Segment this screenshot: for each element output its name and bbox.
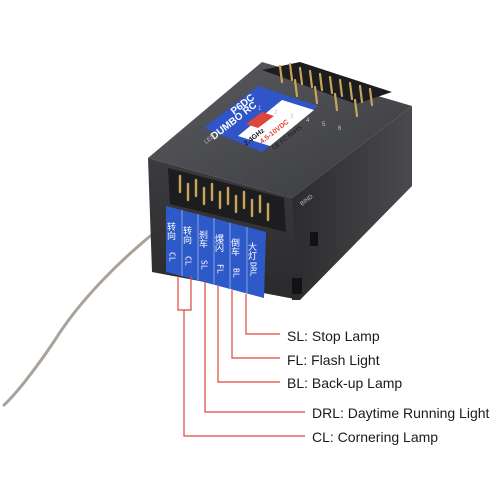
side-slot [292,278,302,294]
legend-daytime-running-light: DRL: Daytime Running Light [312,405,490,421]
channel-number: 4 [306,118,310,124]
column-chinese: 转向 [181,225,192,244]
leader-lines [177,276,305,437]
antenna-wire [2,226,162,407]
column-code: CL [184,256,193,266]
legend-cornering-lamp: CL: Cornering Lamp [312,429,439,445]
column-chinese: 刹车 [197,230,208,249]
column-chinese: 大灯 [246,241,257,261]
front-channel-panel [166,206,266,298]
channel-number: 2 [274,110,278,116]
column-code: SL [200,260,209,270]
legend-flash-light: FL: Flash Light [287,352,380,368]
leader-line-sl [245,294,280,335]
leader-line-cl-out [183,310,305,437]
panel-dividers [181,210,248,293]
front-pin-header [168,168,286,232]
column-code: BL [232,268,241,278]
channel-number: 5 [322,122,326,128]
legend-backup-lamp: BL: Back-up Lamp [287,375,403,391]
channel-number: 1 [258,106,262,112]
side-slot [310,232,318,246]
column-code: FL [216,264,225,274]
column-code: DRL [249,262,258,277]
top-label [204,86,318,152]
rear-pin-header [262,62,392,118]
column-chinese: 转向 [165,221,176,240]
column-chinese: 倒车 [229,237,240,257]
channel-number: 3 [290,114,294,120]
leader-line-fl [231,290,280,359]
leader-line-drl [204,282,305,413]
column-code: CL [168,252,177,262]
leader-line-bl [217,286,280,383]
legend-stop-lamp: SL: Stop Lamp [287,328,380,344]
column-chinese: 爆闪 [213,233,224,252]
channel-numbers: 1 2 3 4 5 6 [258,106,342,132]
housing-side [292,106,412,300]
leader-line-cl [177,276,192,311]
channel-number: 6 [338,126,342,132]
